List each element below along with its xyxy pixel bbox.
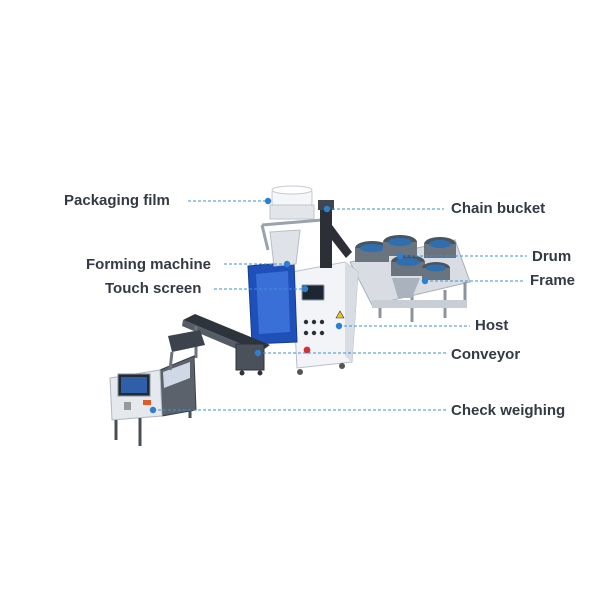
host-column [291, 261, 359, 375]
machine-illustration [109, 185, 471, 446]
label-host: Host [475, 317, 509, 334]
label-packaging-film: Packaging film [64, 192, 170, 209]
emergency-stop [303, 346, 311, 354]
film-roll-assembly [260, 185, 352, 268]
leader-dot-frame [421, 277, 429, 285]
drum-4 [391, 255, 425, 276]
label-touch-screen: Touch screen [105, 280, 202, 297]
label-forming-machine: Forming machine [86, 256, 212, 273]
leader-dot-check-weighing [149, 406, 157, 414]
label-conveyor: Conveyor [451, 346, 521, 363]
label-chain-bucket: Chain bucket [451, 200, 546, 217]
incline-conveyor [182, 314, 270, 376]
bag-output-box [235, 343, 265, 371]
forming-machine-body [247, 229, 301, 345]
drum-3 [424, 237, 456, 258]
leader-dot-forming-machine [283, 260, 291, 268]
leader-lines [149, 197, 527, 414]
chain-bucket-arm [320, 208, 332, 268]
label-check-weighing: Check weighing [451, 402, 566, 419]
check-weigher [109, 330, 205, 446]
leader-dot-conveyor [254, 349, 262, 357]
leader-dot-chain-bucket [323, 205, 331, 213]
leader-dot-drum [396, 252, 404, 260]
drum-1 [355, 241, 389, 262]
label-frame: Frame [530, 272, 576, 289]
drum-5 [422, 262, 450, 280]
label-drum: Drum [532, 248, 572, 265]
frame-with-drums [349, 235, 471, 322]
leader-dot-host [335, 322, 343, 330]
leader-dot-packaging-film [264, 197, 272, 205]
drum-2 [383, 235, 417, 256]
leader-dot-touch-screen [301, 285, 309, 293]
